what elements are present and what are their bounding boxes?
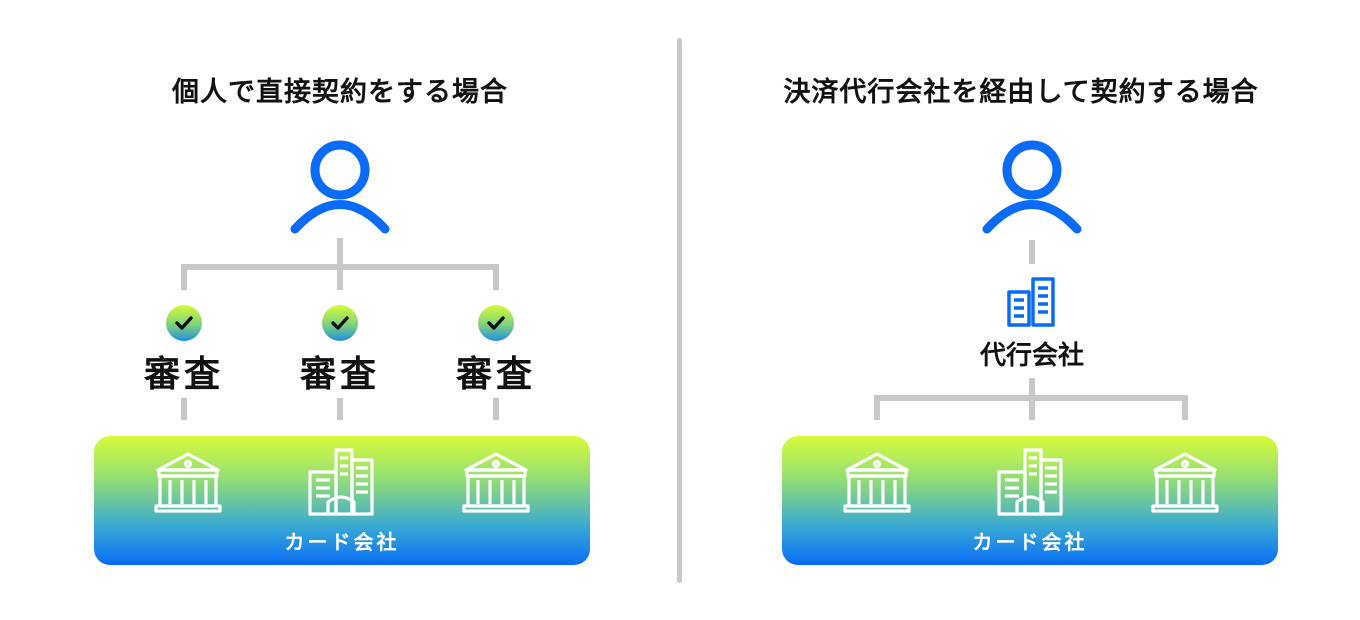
person-icon xyxy=(290,140,390,234)
card-company-box: カード会社 xyxy=(94,436,590,565)
left-connector-lines xyxy=(181,238,499,420)
card-company-label: カード会社 xyxy=(284,530,400,554)
check-icon xyxy=(478,305,514,341)
card-company-box: カード会社 xyxy=(782,436,1278,565)
check-icon xyxy=(166,305,202,341)
office-building-icon xyxy=(306,446,376,518)
agency-label: 代行会社 xyxy=(979,341,1084,371)
review-label: 審査 xyxy=(143,354,224,395)
review-label: 審査 xyxy=(455,354,536,395)
bank-icon xyxy=(1150,450,1220,514)
card-company-label: カード会社 xyxy=(972,530,1088,554)
review-label: 審査 xyxy=(299,354,380,395)
office-building-icon xyxy=(995,446,1065,518)
bank-icon xyxy=(842,450,912,514)
person-icon xyxy=(982,140,1082,234)
direct-contract-panel: 個人で直接契約をする場合 審査 審査 審査 カード会社 xyxy=(94,77,590,565)
office-building-icon xyxy=(1007,277,1055,327)
check-icon xyxy=(322,305,358,341)
agency-contract-title: 決済代行会社を経由して契約する場合 xyxy=(783,77,1259,108)
panel-divider xyxy=(677,38,682,583)
bank-icon xyxy=(153,450,223,514)
right-connector-lines xyxy=(874,240,1188,420)
direct-contract-title: 個人で直接契約をする場合 xyxy=(172,77,508,108)
agency-contract-panel: 決済代行会社を経由して契約する場合 代行会社 カード会社 xyxy=(682,0,1360,620)
bank-icon xyxy=(461,450,531,514)
